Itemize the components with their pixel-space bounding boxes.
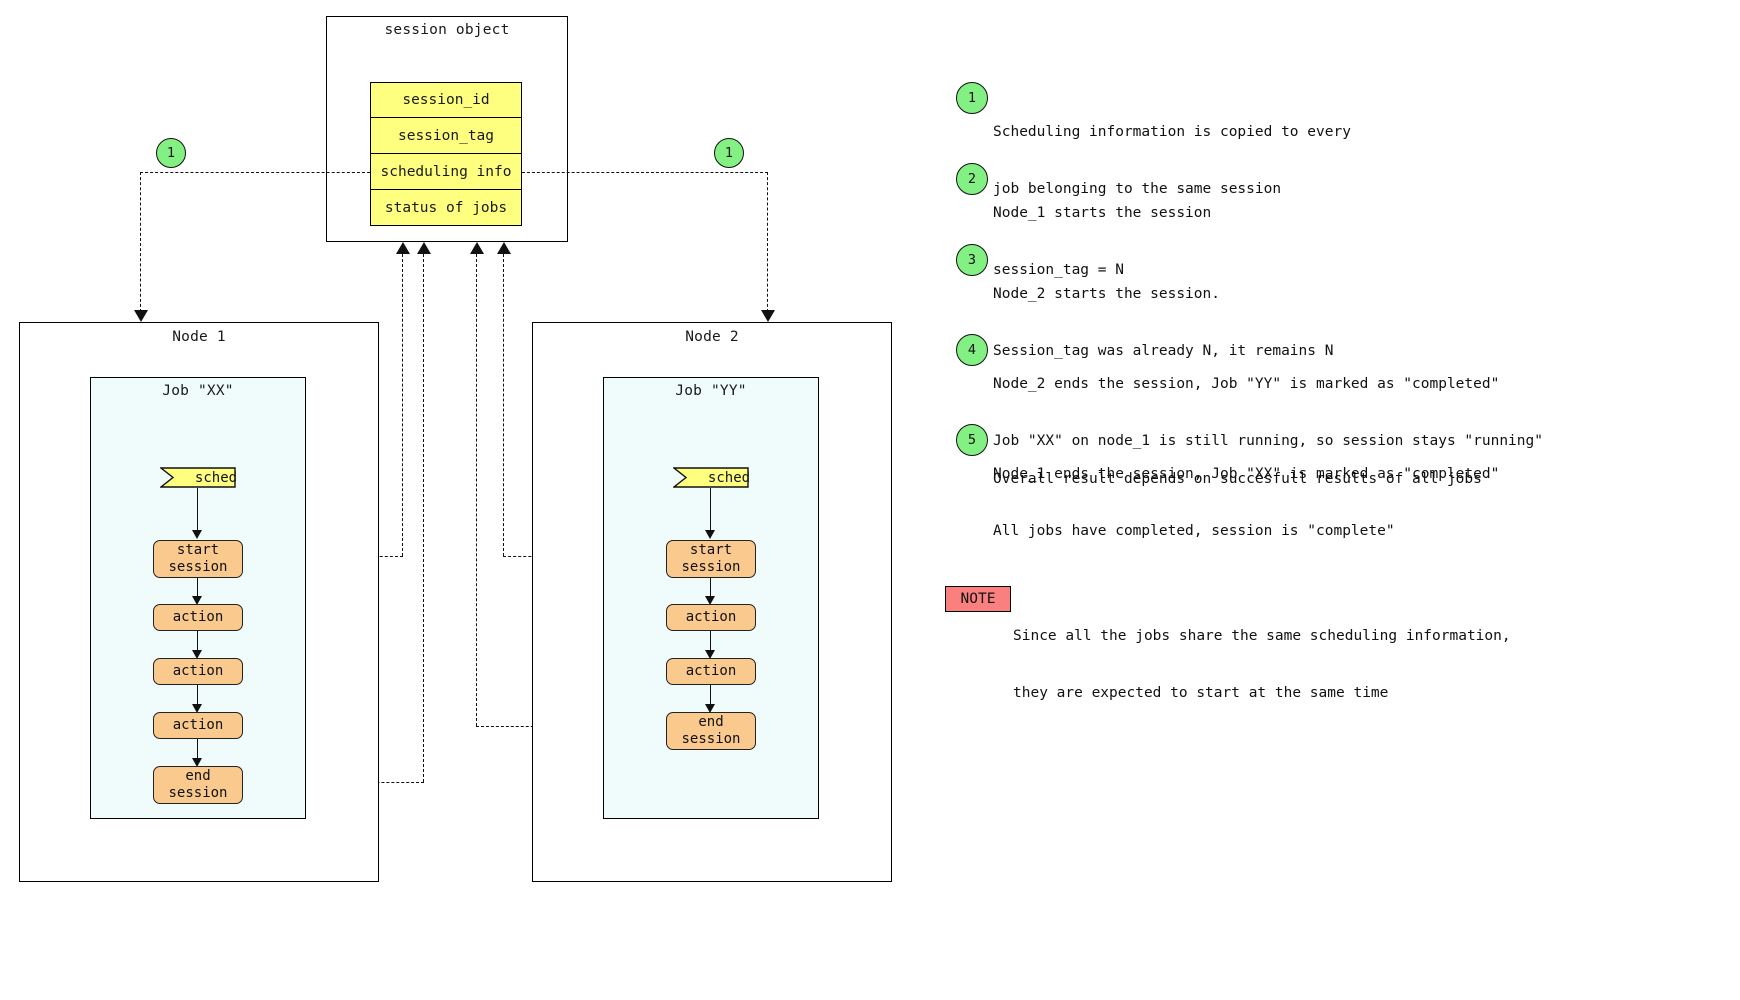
node-2-arrow-2 (705, 704, 715, 713)
node-1-job-title: Job "XX" (162, 383, 234, 399)
legend-text-4: Node_2 ends the session, Job "YY" is mar… (993, 337, 1543, 489)
session-field-session-tag: session_tag (370, 118, 522, 154)
node-2-step-2-line1: action (685, 663, 737, 679)
badge-1-left: 1 (156, 138, 186, 168)
legend-text-4-line2: Job "XX" on node_1 is still running, so … (993, 433, 1543, 449)
legend-text-2-line2: session_tag = N (993, 262, 1124, 278)
node-1-step-action-1: action (153, 604, 243, 631)
legend-text-1-line1: Scheduling information is copied to ever… (993, 124, 1351, 140)
node-1-arrow-1 (192, 650, 202, 659)
node-2-step-action-1: action (666, 604, 756, 631)
node-2-step-start-session: start session (666, 540, 756, 578)
status-riser-2 (423, 254, 424, 782)
sched-info-dash-right (522, 172, 768, 173)
node-1-edge-2 (197, 685, 198, 708)
sched-info-dash-left-down (140, 172, 141, 312)
node-1-edge-0 (197, 578, 198, 600)
node-1-step-4-line2: session (168, 785, 228, 801)
legend-text-5-line1: Node_1 ends the session, Job "XX" is mar… (993, 466, 1500, 482)
node-2-sched-flag: sched (671, 467, 750, 488)
node-1-edge-sched-start (197, 488, 198, 532)
node-1-step-0-line2: session (168, 559, 228, 575)
badge-1-right: 1 (714, 138, 744, 168)
legend-badge-1: 1 (956, 82, 988, 114)
node-1-sched-label: sched (194, 469, 238, 486)
sched-info-arrow-node2 (761, 310, 775, 322)
node-1-edge-3 (197, 739, 198, 764)
status-riser-1 (402, 254, 403, 556)
sched-info-arrow-node1 (134, 310, 148, 322)
node-1-step-4-line1: end (185, 768, 211, 784)
node-2-step-0-line2: session (681, 559, 741, 575)
node-2-edge-0 (710, 578, 711, 600)
legend-badge-2: 2 (956, 163, 988, 195)
node-1-step-start-session: start session (153, 540, 243, 578)
legend-badge-4: 4 (956, 334, 988, 366)
note-text-line1: Since all the jobs share the same schedu… (1013, 628, 1511, 644)
session-field-scheduling-info: scheduling info (370, 154, 522, 190)
node-2-step-3-line2: session (681, 731, 741, 747)
legend-text-1-line2: job belonging to the same session (993, 181, 1282, 197)
node-2-step-0-line1: start (689, 542, 733, 558)
node-1-arrow-0 (192, 596, 202, 605)
sched-flag-shape (671, 467, 749, 488)
status-arrow-3 (470, 242, 484, 254)
legend-text-5-line2: All jobs have completed, session is "com… (993, 523, 1395, 539)
status-riser-4 (503, 254, 504, 556)
note-text-line2: they are expected to start at the same t… (1013, 685, 1389, 701)
node-1-sched-flag: sched (158, 467, 237, 488)
legend-text-3-line2: Session_tag was already N, it remains N (993, 343, 1334, 359)
legend-text-3-line1: Node_2 starts the session. (993, 286, 1220, 302)
node-2-step-3-line1: end (698, 714, 724, 730)
node-2-step-action-2: action (666, 658, 756, 685)
status-arrow-4 (497, 242, 511, 254)
node-2-edge-1 (710, 631, 711, 654)
node-1-step-action-2: action (153, 658, 243, 685)
node-2-title: Node 2 (685, 329, 739, 345)
node-2-arrow-0 (705, 596, 715, 605)
status-arrow-1 (396, 242, 410, 254)
node-1-step-3-line1: action (172, 717, 224, 733)
legend-badge-3: 3 (956, 244, 988, 276)
node-2-sched-label: sched (707, 469, 751, 486)
session-object-title: session object (384, 22, 510, 38)
legend-text-2: Node_1 starts the session session_tag = … (993, 166, 1211, 318)
node-2-edge-sched-start (710, 488, 711, 532)
sched-info-dash-left (140, 172, 370, 173)
legend-text-5: Node_1 ends the session, Job "XX" is mar… (993, 427, 1499, 579)
node-2-step-1-line1: action (685, 609, 737, 625)
node-1-step-2-line1: action (172, 663, 224, 679)
node-1-step-0-line1: start (176, 542, 220, 558)
legend-text-3: Node_2 starts the session. Session_tag w… (993, 247, 1333, 399)
node-1-step-action-3: action (153, 712, 243, 739)
node-2-step-end-session: end session (666, 712, 756, 750)
status-arrow-2 (417, 242, 431, 254)
legend-text-2-line1: Node_1 starts the session (993, 205, 1212, 221)
legend-text-1: Scheduling information is copied to ever… (993, 85, 1351, 237)
node-1-title: Node 1 (172, 329, 226, 345)
node-1-step-end-session: end session (153, 766, 243, 804)
status-riser-3 (476, 254, 477, 726)
sched-info-dash-right-down (767, 172, 768, 312)
node-1-edge-1 (197, 631, 198, 654)
legend-badge-5: 5 (956, 424, 988, 456)
note-text: Since all the jobs share the same schedu… (1013, 589, 1511, 741)
sched-flag-shape (158, 467, 236, 488)
node-2-arrow-sched-start (705, 530, 715, 539)
node-1-arrow-2 (192, 704, 202, 713)
node-1-arrow-3 (192, 758, 202, 767)
node-2-edge-2 (710, 685, 711, 710)
node-2-arrow-1 (705, 650, 715, 659)
node-1-step-1-line1: action (172, 609, 224, 625)
node-2-job-title: Job "YY" (675, 383, 747, 399)
legend-overall-result: Overall result depends on succesfull res… (993, 471, 1482, 487)
session-field-status-of-jobs: status of jobs (370, 190, 522, 226)
note-badge: NOTE (945, 586, 1011, 612)
node-1-arrow-sched-start (192, 530, 202, 539)
legend-text-4-line1: Node_2 ends the session, Job "YY" is mar… (993, 376, 1500, 392)
session-field-session-id: session_id (370, 82, 522, 118)
